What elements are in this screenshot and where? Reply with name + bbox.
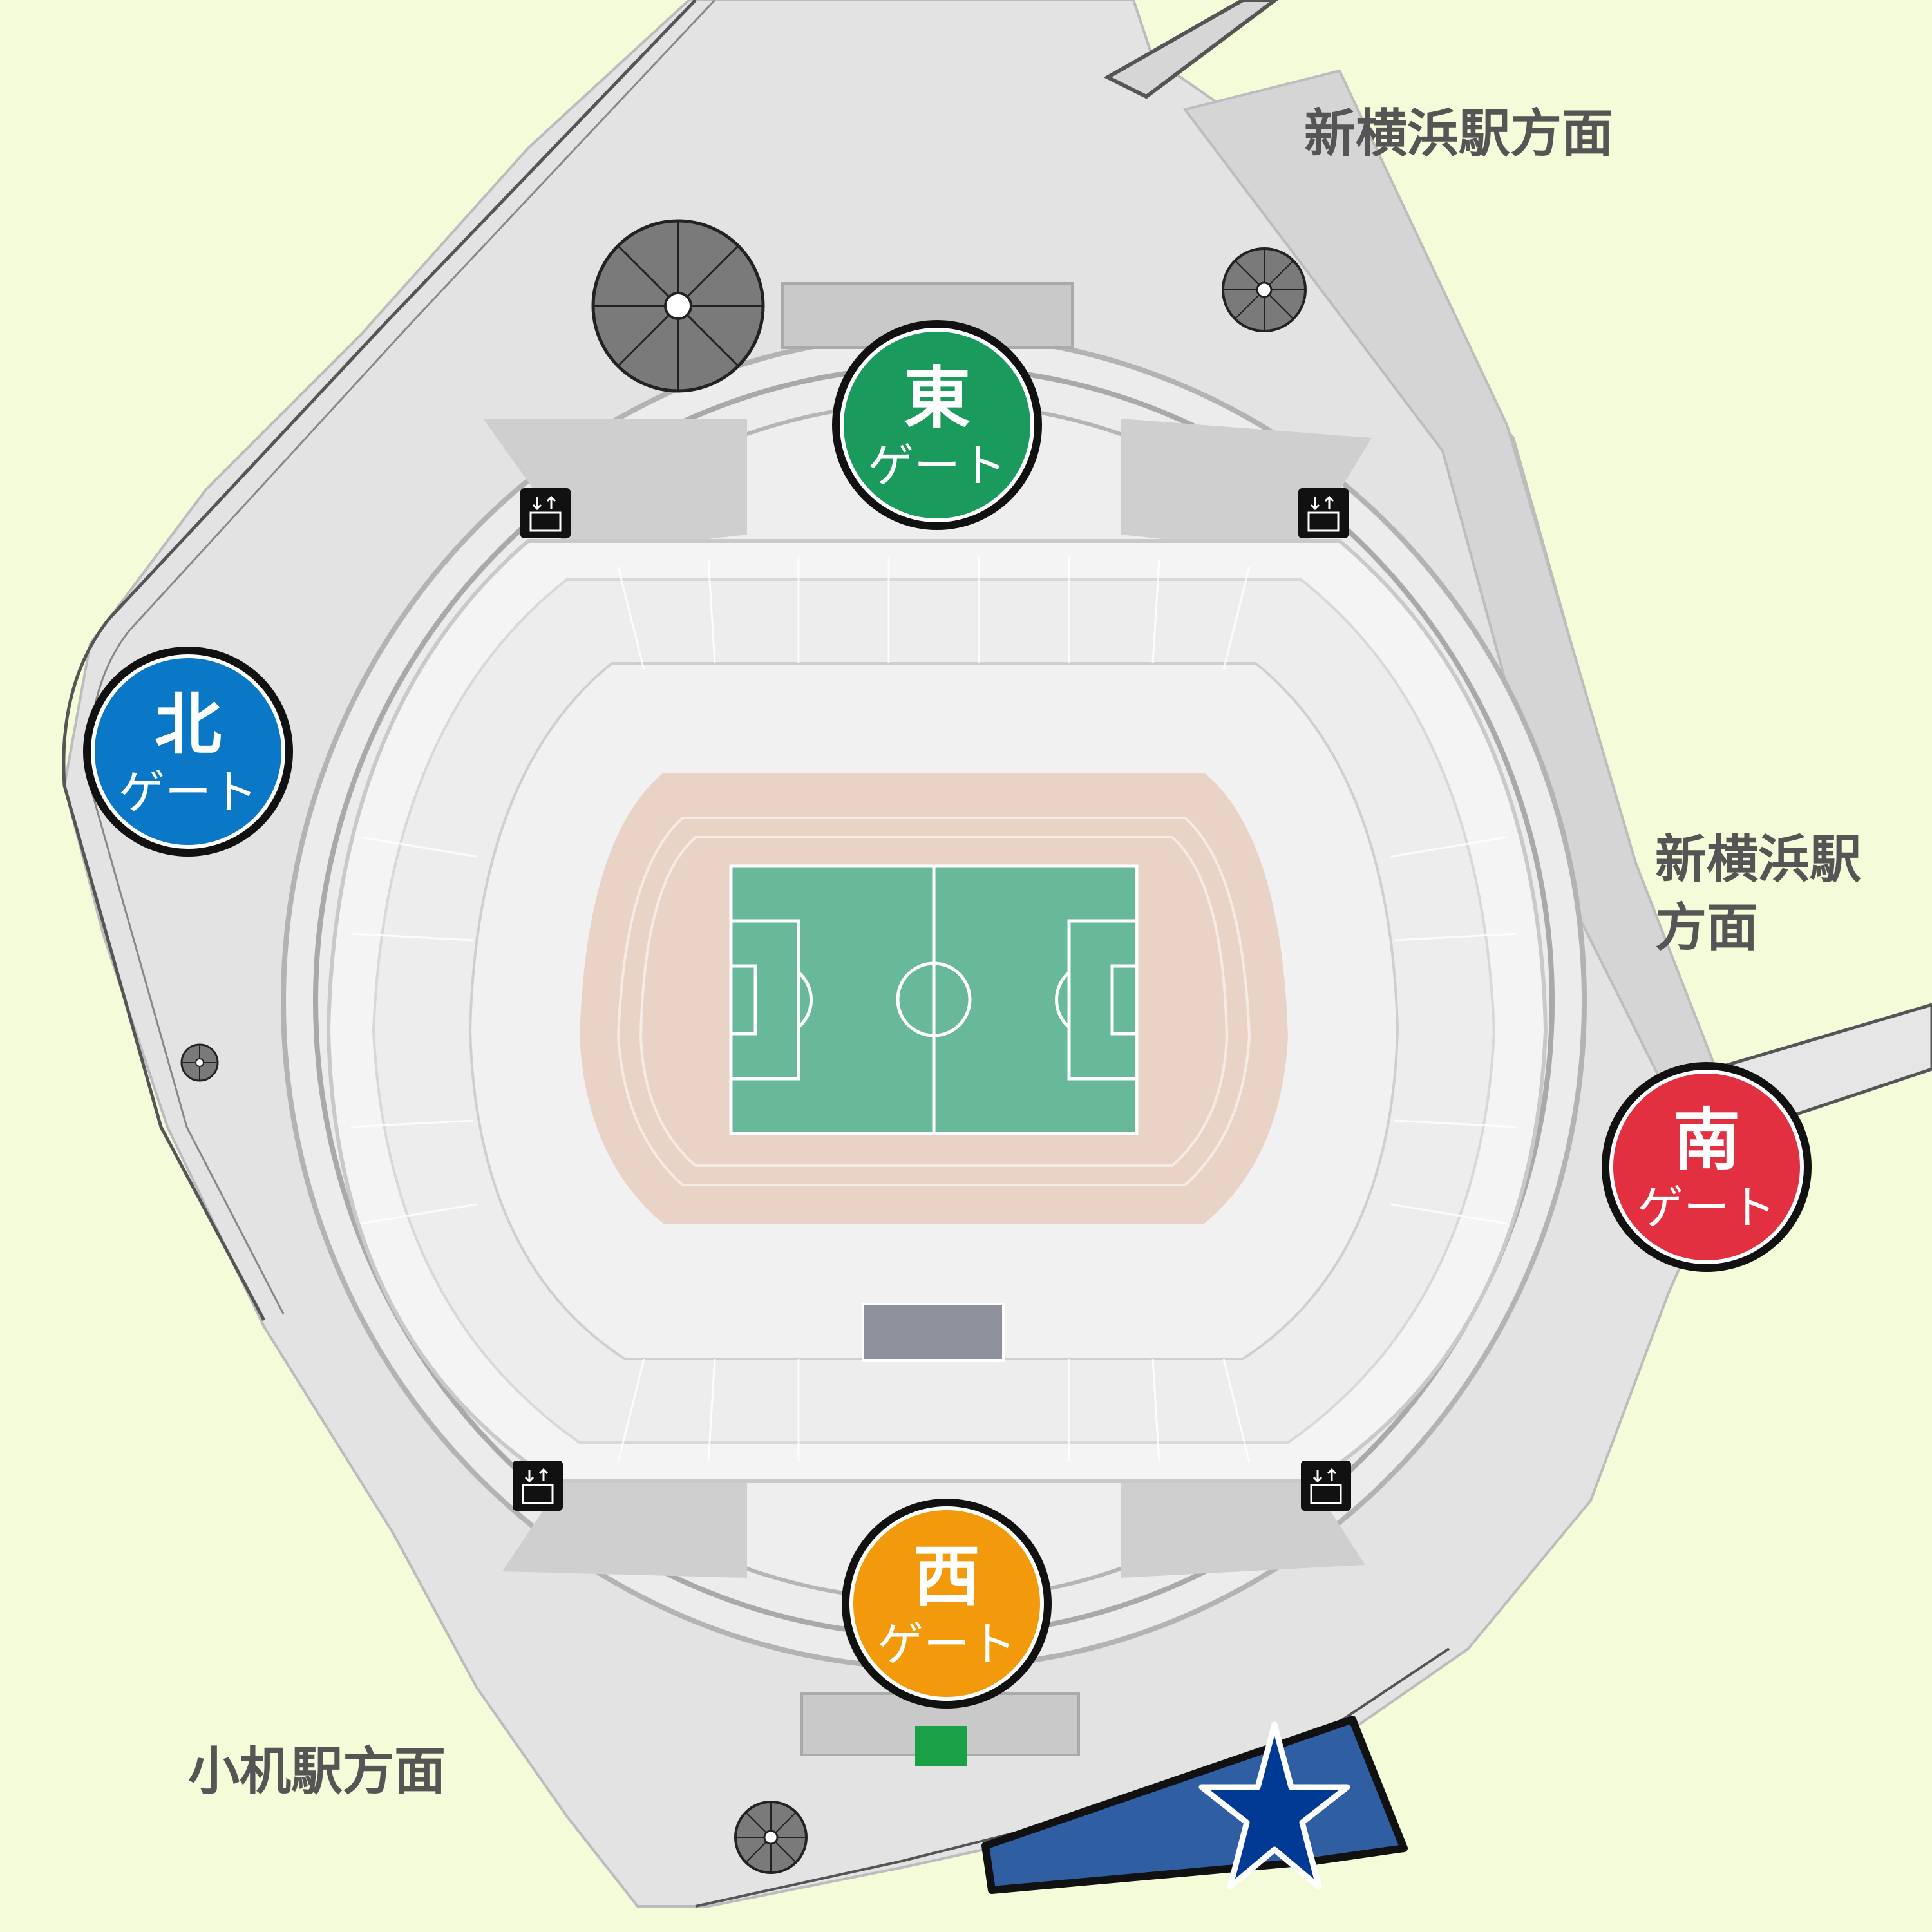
- gate-west-name: 西: [913, 1537, 980, 1616]
- lighting-tower-icon: [591, 219, 765, 393]
- gate-north-badge: [91, 654, 285, 849]
- gate-west[interactable]: 西 ゲート: [842, 1499, 1052, 1709]
- goal-area-right: [1110, 964, 1139, 1036]
- center-circle: [896, 961, 972, 1037]
- gate-east-badge: [840, 328, 1034, 522]
- star-marker-icon: [1198, 1721, 1350, 1890]
- entrance-marker: [915, 1726, 967, 1766]
- plaza-wedge-se: [502, 1455, 747, 1578]
- gate-south[interactable]: 南 ゲート: [1602, 1062, 1812, 1272]
- gate-east[interactable]: 東 ゲート: [832, 320, 1042, 530]
- scoreboard: [862, 1303, 1005, 1362]
- gate-north[interactable]: 北 ゲート: [83, 647, 293, 857]
- elevator-icon: [1298, 488, 1349, 538]
- direction-label-kozukue: 小机駅方面: [188, 1741, 446, 1801]
- penalty-arc-right: [1054, 971, 1070, 1028]
- lighting-tower-icon: [1222, 247, 1307, 332]
- lighting-tower-icon: [180, 1043, 219, 1082]
- gate-east-name: 東: [904, 359, 971, 437]
- lighting-tower-icon: [734, 1801, 808, 1874]
- gate-north-name: 北: [155, 685, 222, 764]
- direction-label-shinyokohama-right: 新横浜駅: [1655, 829, 1861, 889]
- gate-south-badge: [1609, 1070, 1804, 1264]
- gate-west-badge: [849, 1506, 1044, 1701]
- gate-south-label: ゲート: [1637, 1180, 1776, 1235]
- gate-east-label: ゲート: [867, 439, 1007, 493]
- goal-area-left: [729, 964, 757, 1036]
- elevator-icon: [1301, 1461, 1351, 1511]
- direction-label-shinyokohama-top: 新横浜駅方面: [1304, 104, 1613, 164]
- seating-blocks: [350, 557, 1517, 1463]
- elevator-icon: [513, 1461, 563, 1511]
- gate-south-name: 南: [1673, 1101, 1740, 1179]
- elevator-icon: [520, 488, 571, 538]
- gate-west-label: ゲート: [877, 1617, 1016, 1671]
- track-lanes: [616, 817, 1251, 1186]
- penalty-arc-left: [797, 971, 813, 1028]
- north-edge-path: [62, 0, 697, 1321]
- track-lanes-inner: [639, 836, 1229, 1167]
- gate-north-label: ゲート: [118, 765, 258, 819]
- direction-label-shinyokohama-right-2: 方面: [1655, 898, 1758, 958]
- east-road: [1103, 0, 1278, 99]
- plaza-wedge-ne: [483, 419, 747, 554]
